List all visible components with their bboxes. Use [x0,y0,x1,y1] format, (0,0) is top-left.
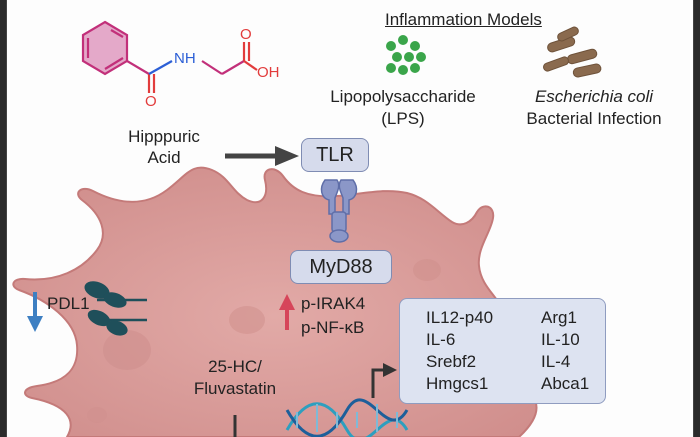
organelle [413,259,441,281]
atom-nh-label: NH [174,50,196,67]
tlr-receptor-icon [320,179,358,243]
gene-up-item: IL12-p40 [426,308,494,327]
gene-up-item: Srebf2 [426,352,477,371]
atom-o-label: O [145,93,157,110]
gene-down-item: Arg1 [541,308,577,327]
organelle [87,407,107,423]
organelle [229,306,265,334]
signaling-item: p-IRAK4 [301,294,366,313]
atom-oh-label: OH [257,64,280,81]
signaling-list: p-IRAK4 p-NF-κB [301,292,365,340]
hippuric-acid-structure [81,20,258,93]
hippuric-acid-line: Hipppuric [128,127,200,146]
ecoli-icon [543,26,602,78]
lps-label: Lipopolysaccharide (LPS) [319,86,487,130]
gene-expression-connector [371,363,397,398]
gene-down-item: Abca1 [541,374,590,393]
ecoli-line: Bacterial Infection [526,109,662,128]
organelle [103,330,151,370]
gene-down-item: IL-10 [541,330,580,349]
drug-line: Fluvastatin [193,379,277,398]
myd88-box: MyD88 [290,250,392,284]
figure-panel: NH O O OH Hipppuric Acid Inflammation Mo… [6,0,694,437]
lps-line: Lipopolysaccharide [330,87,476,106]
ecoli-line: Escherichia coli [534,87,654,106]
up-arrow-icon [279,294,295,330]
atom-o-label: O [240,26,252,43]
lps-icon [386,35,426,75]
down-arrow-icon [27,292,43,332]
gene-expression-box: IL12-p40 IL-6 Srebf2 Hmgcs1 Arg1 IL-10 I… [399,298,606,404]
hippuric-acid-label: Hipppuric Acid [103,126,225,168]
dna-icon [285,398,409,437]
pdl1-label: PDL1 [47,294,90,313]
lps-line: (LPS) [381,109,425,128]
ecoli-label: Escherichia coli Bacterial Infection [503,86,685,130]
gene-up-item: Hmgcs1 [426,374,489,393]
flow-arrow [225,146,299,166]
hippuric-acid-line: Acid [147,148,181,167]
drug-label: 25-HC/ Fluvastatin [173,356,297,400]
downregulated-genes: Arg1 IL-10 IL-4 Abca1 [541,307,589,395]
upregulated-genes: IL12-p40 IL-6 Srebf2 Hmgcs1 [426,307,493,395]
tlr-box: TLR [301,138,369,172]
gene-up-item: IL-6 [426,330,456,349]
signaling-item: p-NF-κB [301,318,365,337]
gene-down-item: IL-4 [541,352,571,371]
models-title: Inflammation Models [385,10,542,29]
pdl1-protein-icon [84,281,147,336]
drug-line: 25-HC/ [208,357,262,376]
